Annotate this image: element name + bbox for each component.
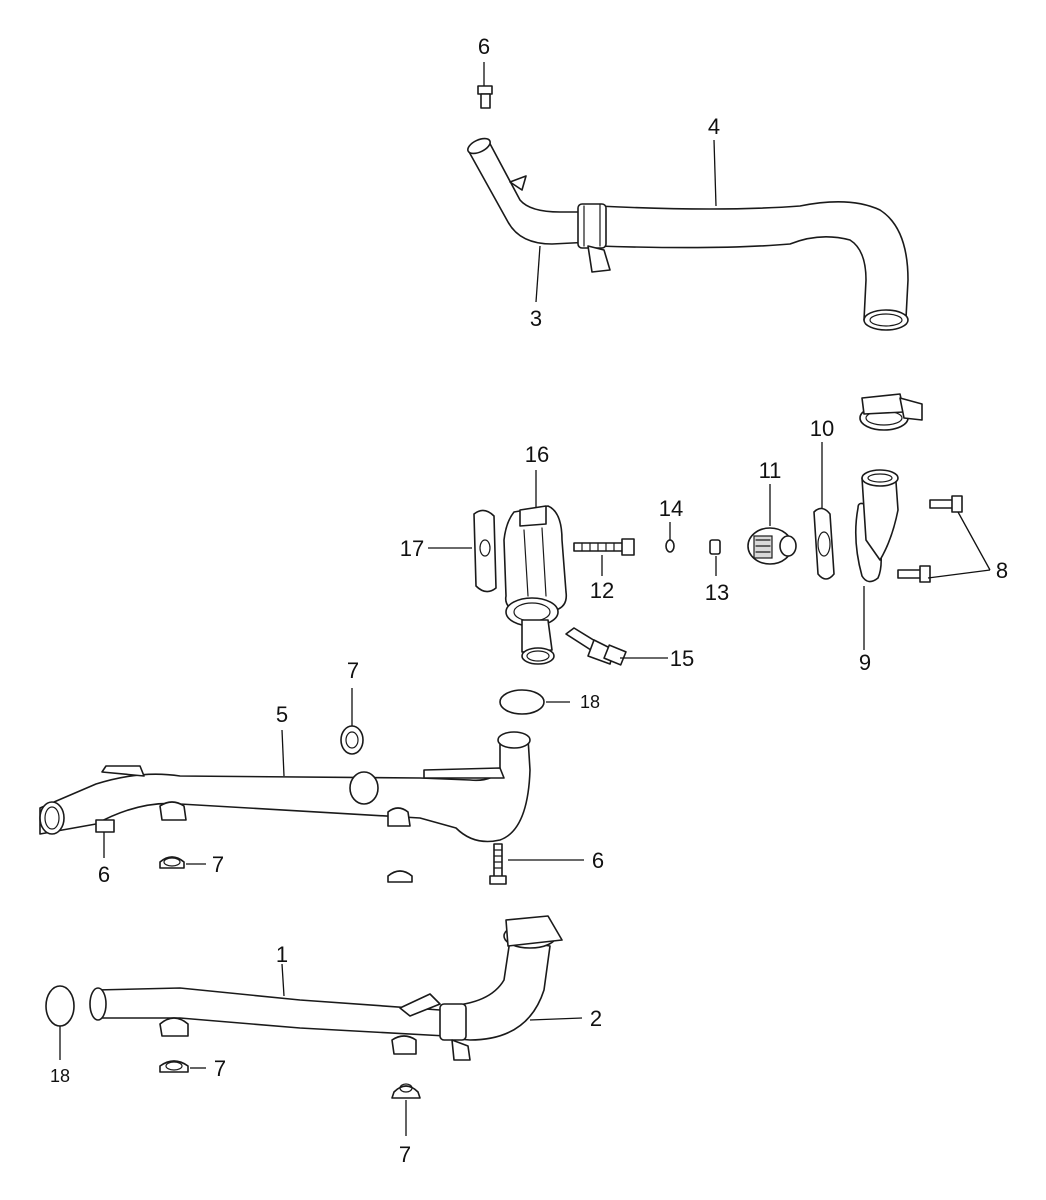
callout-15: 15 [670,646,694,671]
nut-part-13 [709,539,721,555]
grommet-part-7-mid [159,856,185,869]
washer-part-14 [665,539,675,553]
bolt-part-12 [573,538,635,556]
leader-lines [59,62,991,1136]
callout-8: 8 [996,558,1008,583]
callout-7-top: 7 [347,658,359,683]
callout-18-upper: 18 [580,692,600,712]
thermostat-part-11 [747,527,797,565]
callout-7-bottom-b: 7 [399,1142,411,1167]
grommet-part-7-bottom-b [391,1083,421,1099]
callout-6-left: 6 [98,862,110,887]
hose-part-4 [597,201,909,331]
thermostat-housing-part-16 [503,505,568,665]
o-ring-part-18-lower [45,985,75,1027]
callout-6-top: 6 [478,34,490,59]
thermostat-cover-part-9 [854,469,899,583]
callout-10: 10 [810,416,834,441]
callouts: 6 4 3 16 10 11 14 17 12 13 8 15 9 7 5 18… [50,34,1008,1167]
callout-7-mid: 7 [212,852,224,877]
callout-13: 13 [705,580,729,605]
hose-part-2 [445,915,563,1041]
callout-16: 16 [525,442,549,467]
grommet-part-7-mid2 [387,870,413,883]
pipe-part-1 [89,987,447,1055]
hose-clamp-top [577,203,611,273]
grommet-part-7-top [340,725,364,755]
callout-2: 2 [590,1006,602,1031]
callout-17: 17 [400,536,424,561]
bolt-part-8-upper [929,495,963,513]
callout-12: 12 [590,578,614,603]
hose-part-3 [467,137,593,245]
bolt-part-8-lower [897,565,931,583]
bolt-part-6-top [477,85,493,109]
grommet-part-7-bottom-a [159,1060,189,1073]
callout-5: 5 [276,702,288,727]
clamp-part-upper-right [859,393,923,431]
callout-14: 14 [659,496,683,521]
callout-9: 9 [859,650,871,675]
callout-3: 3 [530,306,542,331]
pipe-part-5 [39,731,531,843]
callout-6-right: 6 [592,848,604,873]
callout-18-lower: 18 [50,1066,70,1086]
callout-1: 1 [276,942,288,967]
sensor-part-15 [565,627,627,666]
callout-11: 11 [759,458,782,483]
callout-7-bottom-a: 7 [214,1056,226,1081]
bolt-part-6-right [489,843,507,885]
gasket-part-10 [813,507,835,580]
hose-clamp-bottom [439,1003,471,1061]
callout-4: 4 [708,114,720,139]
gasket-part-17 [473,509,497,593]
o-ring-part-18-upper [499,689,545,715]
bolt-part-6-left [95,819,115,833]
